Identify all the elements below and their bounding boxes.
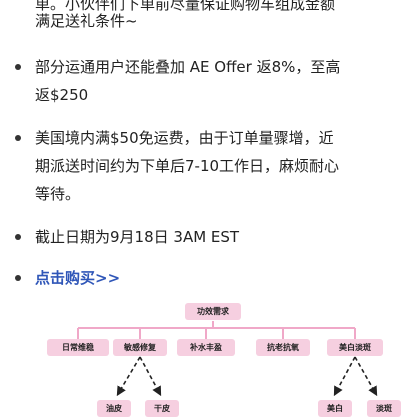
skin-care-needs-diagram: 功效需求 日常维稳 敏感修复 补水丰盈 抗老抗氧 美白淡斑 油皮 干皮 美白 淡…	[0, 290, 420, 420]
paragraph-line: 等待。	[35, 185, 81, 203]
dashed-arrow	[139, 356, 162, 397]
bullet-dot	[15, 234, 21, 240]
node-bottom: 油皮	[97, 400, 131, 417]
partial-text-line: 单。小伙伴们下单前尽量保证购物车组成金额	[35, 0, 336, 13]
diagram-connectors	[77, 321, 378, 397]
bullet-dot	[15, 135, 21, 141]
node-bottom: 美白	[318, 400, 352, 417]
node-mid: 日常维稳	[47, 339, 109, 356]
paragraph-line: 部分运通用户还能叠加 AE Offer 返8%，至高	[35, 58, 341, 76]
bullet-dot	[15, 275, 21, 281]
paragraph-line: 期派送时间约为下单后7-10工作日，麻烦耐心	[35, 157, 340, 175]
node-mid: 补水丰盈	[177, 339, 235, 356]
node-mid: 敏感修复	[113, 339, 167, 356]
node-mid: 抗老抗氧	[256, 339, 310, 356]
dashed-arrow	[354, 356, 378, 397]
node-bottom: 干皮	[145, 400, 179, 417]
bullet-dot	[15, 64, 21, 70]
node-top: 功效需求	[185, 303, 241, 320]
dashed-arrow	[333, 356, 356, 397]
paragraph-line: 返$250	[35, 86, 89, 104]
buy-link[interactable]: 点击购买>>	[35, 269, 121, 287]
paragraph-line: 截止日期为9月18日 3AM EST	[35, 228, 240, 246]
node-mid: 美白淡斑	[327, 339, 383, 356]
dashed-arrow	[116, 356, 141, 397]
node-bottom: 淡斑	[367, 400, 401, 417]
paragraph-line: 美国境内满$50免运费，由于订单量骤增，近	[35, 129, 334, 147]
paragraph-line: 满足送礼条件~	[35, 12, 138, 30]
